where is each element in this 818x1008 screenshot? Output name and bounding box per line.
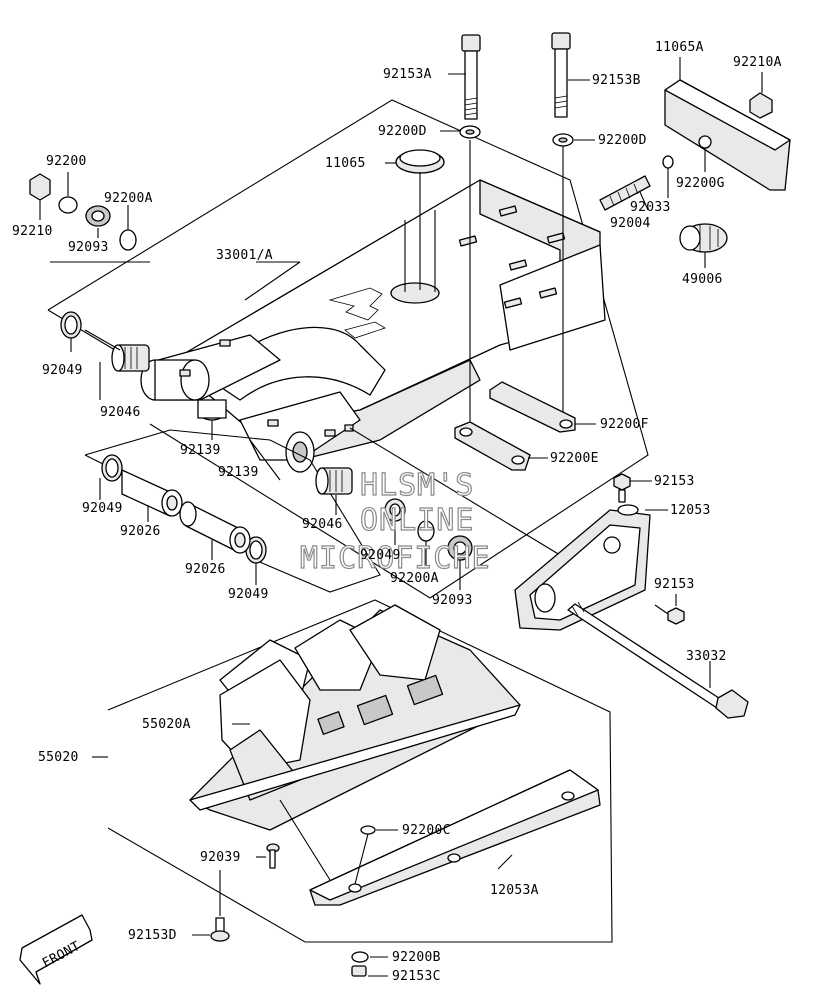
label-11065A: 11065A — [655, 40, 704, 55]
leader — [639, 191, 649, 211]
label-92033: 92033 — [630, 200, 671, 215]
bolt-92153-top — [613, 473, 631, 503]
label-92153-a: 92153 — [654, 474, 695, 489]
cap-11065 — [395, 149, 445, 174]
label-55020: 55020 — [38, 750, 79, 765]
bearing-92046-upper — [111, 344, 150, 372]
label-12053A: 12053A — [490, 883, 539, 898]
label-92046-b: 92046 — [302, 517, 343, 532]
sleeve-92026-a — [121, 469, 183, 517]
label-92200A-mid: 92200A — [390, 571, 439, 586]
bolt-92153C — [351, 965, 367, 977]
label-12053: 12053 — [670, 503, 711, 518]
watermark-line-3: MICROFICHE — [300, 541, 491, 576]
part-labels: 92153A 92153B 11065A 92210A 92200D 92200… — [12, 40, 782, 984]
bearing-92046-lower — [315, 467, 353, 495]
chain-guide-11065A — [664, 79, 791, 191]
sleeve-92139 — [197, 399, 227, 421]
label-92200D-left: 92200D — [378, 124, 427, 139]
group-boundary-lower — [107, 599, 613, 943]
label-92049-b: 92049 — [82, 501, 123, 516]
label-11065: 11065 — [325, 156, 366, 171]
label-92139-a: 92139 — [180, 443, 221, 458]
label-92153-b: 92153 — [654, 577, 695, 592]
washer-92200 — [58, 196, 78, 214]
label-49006: 49006 — [682, 272, 723, 287]
label-92039: 92039 — [200, 850, 241, 865]
label-92200: 92200 — [46, 154, 87, 169]
cover-55020 — [189, 604, 521, 831]
label-92200G: 92200G — [676, 176, 725, 191]
label-33032: 33032 — [686, 649, 727, 664]
bolt-92153B — [551, 32, 571, 118]
adjuster-plate-12053 — [514, 504, 651, 631]
plate-92200F — [489, 381, 576, 433]
label-92200A-top: 92200A — [104, 191, 153, 206]
leader — [349, 427, 561, 556]
label-92026-b: 92026 — [185, 562, 226, 577]
washer-92200B — [351, 951, 369, 963]
group-boundary-pivot — [84, 429, 381, 593]
nut-92210A — [749, 92, 773, 119]
leader — [84, 329, 121, 351]
label-92200C: 92200C — [402, 823, 451, 838]
leader — [249, 439, 281, 481]
washer-92033 — [662, 155, 674, 169]
label-55020A: 55020A — [142, 717, 191, 732]
rivet-92039 — [266, 843, 280, 869]
plate-92200E — [454, 421, 531, 471]
bolt-92153A — [461, 34, 481, 120]
watermark-line-1: HLSM'S — [360, 468, 474, 503]
label-92200D-right: 92200D — [598, 133, 647, 148]
label-92046-a: 92046 — [100, 405, 141, 420]
washer-92200C — [360, 825, 376, 835]
label-92210: 92210 — [12, 224, 53, 239]
slider-12053A — [309, 769, 601, 906]
label-92200E: 92200E — [550, 451, 599, 466]
leader — [497, 854, 513, 870]
stud-92004 — [599, 175, 651, 211]
seal-92049-upper — [60, 311, 82, 339]
label-92049-d: 92049 — [228, 587, 269, 602]
label-92026-a: 92026 — [120, 524, 161, 539]
axle-33032 — [567, 601, 749, 719]
label-92093-mid: 92093 — [432, 593, 473, 608]
watermark-line-2: ONLINE — [360, 503, 474, 538]
bumper-49006 — [679, 223, 728, 253]
label-92200B: 92200B — [392, 950, 441, 965]
label-92200F: 92200F — [600, 417, 649, 432]
label-92004: 92004 — [610, 216, 651, 231]
sleeve-92026-b — [179, 501, 251, 554]
label-92153A: 92153A — [383, 67, 432, 82]
leader — [279, 799, 331, 881]
nut-92210 — [29, 173, 51, 201]
label-92049-a: 92049 — [42, 363, 83, 378]
swingarm-body — [139, 179, 606, 473]
label-92139-b: 92139 — [218, 465, 259, 480]
bolt-92153-side — [654, 604, 685, 625]
label-92153B: 92153B — [592, 73, 641, 88]
front-direction-arrow: FRONT — [19, 914, 93, 985]
label-33001A: 33001/A — [216, 248, 273, 263]
leader — [244, 261, 301, 301]
bolt-92153D — [210, 917, 230, 942]
leader — [354, 833, 369, 885]
label-92153C: 92153C — [392, 969, 441, 984]
label-92049-c: 92049 — [360, 548, 401, 563]
label-92210A: 92210A — [733, 55, 782, 70]
label-92093-top: 92093 — [68, 240, 109, 255]
group-boundary-swingarm — [47, 99, 649, 599]
deck-slots — [458, 205, 566, 309]
label-92153D: 92153D — [128, 928, 177, 943]
washer-92200A-top — [119, 229, 137, 251]
